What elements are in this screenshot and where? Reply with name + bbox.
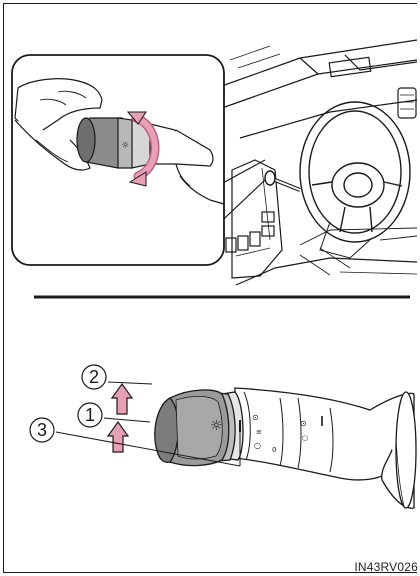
svg-text:⊙: ⊙ bbox=[252, 413, 259, 422]
inset-detail-box: ☼ bbox=[12, 55, 224, 265]
callout-number-3: 3 bbox=[29, 417, 55, 443]
figure-code-label: IN43RV026 bbox=[354, 560, 418, 574]
callout-number-1: 1 bbox=[77, 402, 103, 428]
svg-text:⊙: ⊙ bbox=[300, 419, 307, 428]
lower-position-arrow bbox=[108, 422, 128, 452]
svg-text:○: ○ bbox=[302, 434, 308, 442]
callout-number-2: 2 bbox=[81, 364, 107, 390]
lever-closeup-illustration: ⊙ ≡ ○ ⊙ ○ 0 bbox=[155, 388, 416, 508]
steering-wheel-illustration bbox=[265, 102, 410, 258]
upper-position-arrow bbox=[112, 384, 132, 414]
knob-light-symbol: ☼ bbox=[121, 141, 129, 151]
svg-text:○: ○ bbox=[254, 441, 261, 450]
svg-text:≡: ≡ bbox=[256, 428, 262, 436]
dashboard-illustration bbox=[205, 40, 417, 285]
svg-text:0: 0 bbox=[272, 446, 276, 454]
headlight-symbol: ☼ bbox=[210, 418, 223, 434]
